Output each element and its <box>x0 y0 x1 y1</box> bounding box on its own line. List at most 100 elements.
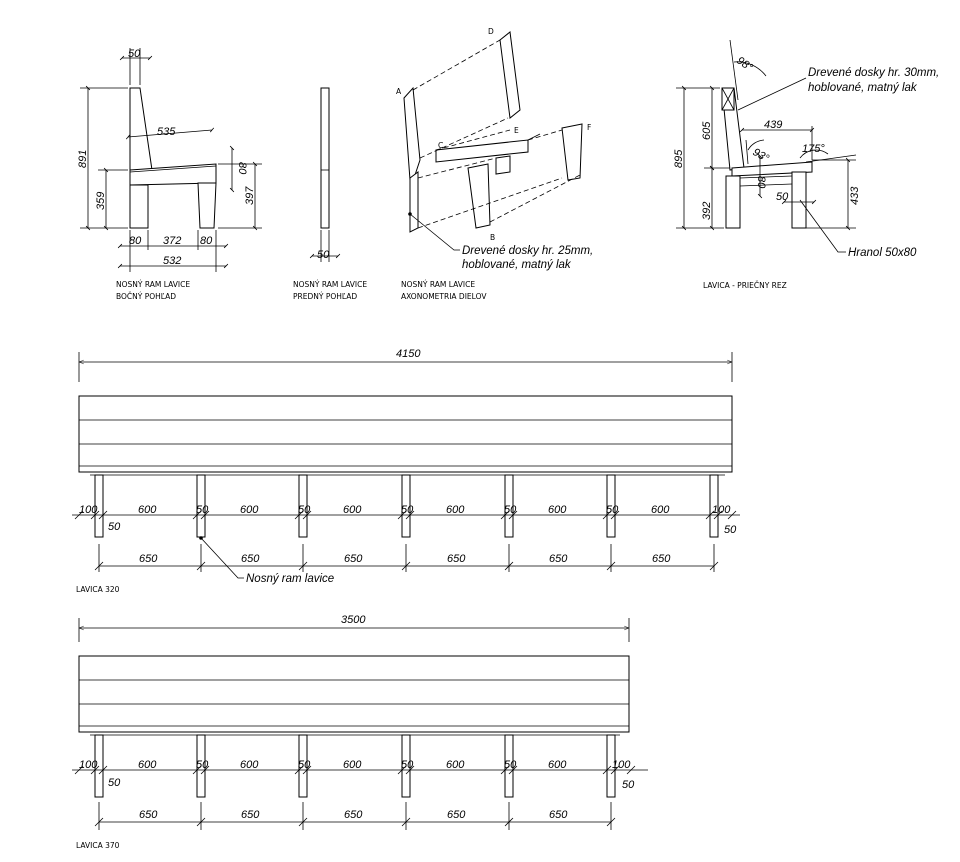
dim-seat-height: 359 <box>95 192 107 210</box>
bench320-spacing-4: 650 <box>447 553 466 565</box>
bench370-gap-4: 600 <box>446 759 465 771</box>
dim-cs-height: 895 <box>673 149 685 168</box>
bench320-post-right: 50 <box>724 524 737 536</box>
bench320-ticks <box>74 510 737 520</box>
cs-beam-label: Hranol 50x80 <box>848 247 917 259</box>
bench370-spacing-4: 650 <box>447 809 466 821</box>
axonometry-parts <box>403 31 583 233</box>
dim-seat-thickness: 80 <box>236 162 248 175</box>
bench320-post-5: 50 <box>606 504 619 516</box>
bench320-backrest <box>78 395 733 476</box>
dim-top-width: 50 <box>128 48 141 60</box>
bench370-caption: LAVICA 370 <box>76 841 120 850</box>
bench320-edge-left: 100 <box>79 504 98 516</box>
axo-point-d: D <box>488 27 494 36</box>
axonometry-caption-2: AXONOMETRIA DIELOV <box>401 292 487 301</box>
dim-leg-left: 80 <box>129 235 142 247</box>
front-view-caption: NOSNÝ RAM LAVICE <box>293 280 367 289</box>
bench320-spacing-ticks <box>94 544 719 572</box>
bench320-post-left: 50 <box>108 521 121 533</box>
bench320-posts <box>94 474 719 538</box>
front-view-post <box>320 87 330 229</box>
bench370-spacing-ticks <box>94 802 616 830</box>
dim-leg-gap: 372 <box>163 235 181 247</box>
bench370-gap-2: 600 <box>240 759 259 771</box>
cross-section-dimensions <box>676 39 857 231</box>
axonometry-caption: NOSNÝ RAM LAVICE <box>401 280 475 289</box>
bench320-gap-1: 600 <box>138 504 157 516</box>
bench320-spacing-6: 650 <box>652 553 671 565</box>
cs-note: Drevené dosky hr. 30mm, <box>808 67 939 79</box>
bench370-backrest <box>78 655 630 736</box>
bench320-gap-2: 600 <box>240 504 259 516</box>
bench320-gap-5: 600 <box>548 504 567 516</box>
axo-point-a: A <box>396 87 402 96</box>
cross-section-frame <box>721 87 813 229</box>
bench320-post-2: 50 <box>298 504 311 516</box>
bench370-post-4: 50 <box>504 759 517 771</box>
bench-320: 4150 <box>72 348 740 594</box>
front-view-caption-2: PREDNÝ POHĽAD <box>293 292 357 301</box>
bench370-spacing-3: 650 <box>344 809 363 821</box>
axo-point-e: E <box>514 126 519 135</box>
bench320-caption: LAVICA 320 <box>76 585 120 594</box>
bench370-post-right: 50 <box>622 779 635 791</box>
bench370-edge-right: 100 <box>612 759 631 771</box>
dim-seat-depth: 535 <box>157 126 176 138</box>
cross-section-caption: LAVICA - PRIEČNY REZ <box>703 281 787 290</box>
bench370-post-3: 50 <box>401 759 414 771</box>
side-view-caption: NOSNÝ RAM LAVICE <box>116 280 190 289</box>
axonometry-guides <box>412 39 581 229</box>
bench320-post-4: 50 <box>504 504 517 516</box>
axo-point-c: C <box>438 141 443 150</box>
dim-cs-seat-depth: 439 <box>764 119 782 131</box>
axonometry: A B C D E F Drevené dosky hr. 25mm, hobl… <box>396 27 593 301</box>
side-view-caption-2: BOČNÝ POHĽAD <box>116 292 176 301</box>
bench320-spacing-5: 650 <box>549 553 568 565</box>
cross-section: 98° 895 605 439 93° 175° 392 80 433 50 D… <box>673 39 939 290</box>
bench370-edge-left: 100 <box>79 759 98 771</box>
side-view-dimensions <box>80 48 262 272</box>
bench320-gap-4: 600 <box>446 504 465 516</box>
bench370-spacing-1: 650 <box>139 809 158 821</box>
bench320-spacing-2: 650 <box>241 553 260 565</box>
bench320-note: Nosný ram lavice <box>246 573 334 585</box>
bench370-ticks <box>74 765 636 775</box>
side-view: 50 891 359 535 80 397 80 372 80 532 NOSN… <box>77 48 262 301</box>
axo-point-f: F <box>587 123 591 132</box>
dim-front-height: 397 <box>244 186 256 205</box>
bench370-gap-5: 600 <box>548 759 567 771</box>
bench370-post-2: 50 <box>298 759 311 771</box>
bench320-total: 4150 <box>396 348 421 360</box>
dim-angle-top: 98° <box>734 55 755 75</box>
dim-cs-seat-height: 392 <box>701 202 713 220</box>
axo-point-b: B <box>490 233 495 242</box>
bench-370: 3500 <box>72 614 648 850</box>
bench370-gap-3: 600 <box>343 759 362 771</box>
bench320-spacing-1: 650 <box>139 553 158 565</box>
axo-note-2: hoblované, matný lak <box>462 259 572 271</box>
axo-note: Drevené dosky hr. 25mm, <box>462 245 593 257</box>
bench370-gap-1: 600 <box>138 759 157 771</box>
cs-note-2: hoblované, matný lak <box>808 82 918 94</box>
dim-angle-back: 93° <box>751 146 772 165</box>
bench370-spacing-5: 650 <box>549 809 568 821</box>
dim-leg-right: 80 <box>200 235 213 247</box>
dim-leg-width: 50 <box>776 191 789 203</box>
dim-cs-seat-thickness: 80 <box>755 176 767 189</box>
dim-height: 891 <box>77 150 89 168</box>
dim-back: 605 <box>701 121 713 140</box>
dim-leg-height: 433 <box>849 186 861 205</box>
front-view: 50 NOSNÝ RAM LAVICE PREDNÝ POHĽAD <box>293 87 367 301</box>
dim-front-width: 50 <box>317 249 330 261</box>
bench320-post-3: 50 <box>401 504 414 516</box>
bench320-gap-3: 600 <box>343 504 362 516</box>
bench370-spacing-2: 650 <box>241 809 260 821</box>
bench370-post-left: 50 <box>108 777 121 789</box>
bench320-edge-right: 100 <box>712 504 731 516</box>
bench370-post-1: 50 <box>196 759 209 771</box>
side-view-frame <box>129 87 217 229</box>
dim-angle-seat: 175° <box>802 143 825 155</box>
bench320-gap-6: 600 <box>651 504 670 516</box>
bench370-total: 3500 <box>341 614 366 626</box>
